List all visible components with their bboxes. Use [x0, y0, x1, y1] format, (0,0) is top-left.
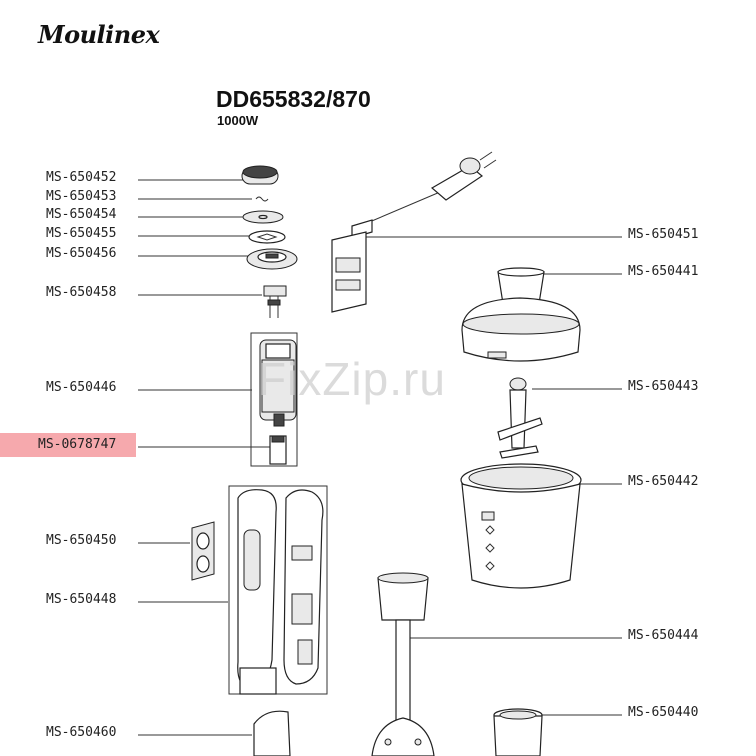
part-label-650444[interactable]: MS-650444 [628, 628, 699, 643]
chopper-blade-part [497, 377, 543, 459]
part-label-650452[interactable]: MS-650452 [46, 170, 117, 185]
chopper-lid-part [461, 267, 581, 362]
leader-lines-right [366, 236, 622, 716]
button-cap-part [241, 165, 279, 185]
part-label-650442[interactable]: MS-650442 [628, 474, 699, 489]
washer-part [242, 210, 284, 224]
switch-plate-part [246, 248, 298, 270]
part-label-650441[interactable]: MS-650441 [628, 264, 699, 279]
model-power: 1000W [217, 113, 259, 128]
part-label-650458[interactable]: MS-650458 [46, 285, 117, 300]
leader-lines-left [138, 179, 272, 736]
model-code: DD655832/870 [216, 86, 371, 112]
part-label-650451[interactable]: MS-650451 [628, 227, 699, 242]
switch-assembly-part [263, 285, 287, 318]
part-label-650443[interactable]: MS-650443 [628, 379, 699, 394]
part-label-650440[interactable]: MS-650440 [628, 705, 699, 720]
spring-part [255, 196, 269, 202]
blender-foot-part [371, 572, 435, 756]
whisk-head-part [253, 710, 291, 756]
seal-part [248, 230, 286, 244]
part-label-0678747-highlighted[interactable]: MS-0678747 [0, 433, 136, 457]
part-label-650460[interactable]: MS-650460 [46, 725, 117, 740]
housing-part [228, 485, 328, 695]
watermark-text: FixZip.ru [258, 353, 446, 405]
part-label-650454[interactable]: MS-650454 [46, 207, 117, 222]
beaker-part [493, 708, 543, 756]
part-label-650446[interactable]: MS-650446 [46, 380, 117, 395]
chopper-bowl-part [460, 463, 582, 589]
part-label-650448[interactable]: MS-650448 [46, 592, 117, 607]
part-label-650455[interactable]: MS-650455 [46, 226, 117, 241]
brand-logo: Moulinex [38, 20, 160, 49]
power-cord-part [331, 151, 497, 313]
motor-part [250, 332, 298, 467]
part-label-650456[interactable]: MS-650456 [46, 246, 117, 261]
part-label-650450[interactable]: MS-650450 [46, 533, 117, 548]
button-panel-part [191, 521, 215, 581]
part-label-650453[interactable]: MS-650453 [46, 189, 117, 204]
